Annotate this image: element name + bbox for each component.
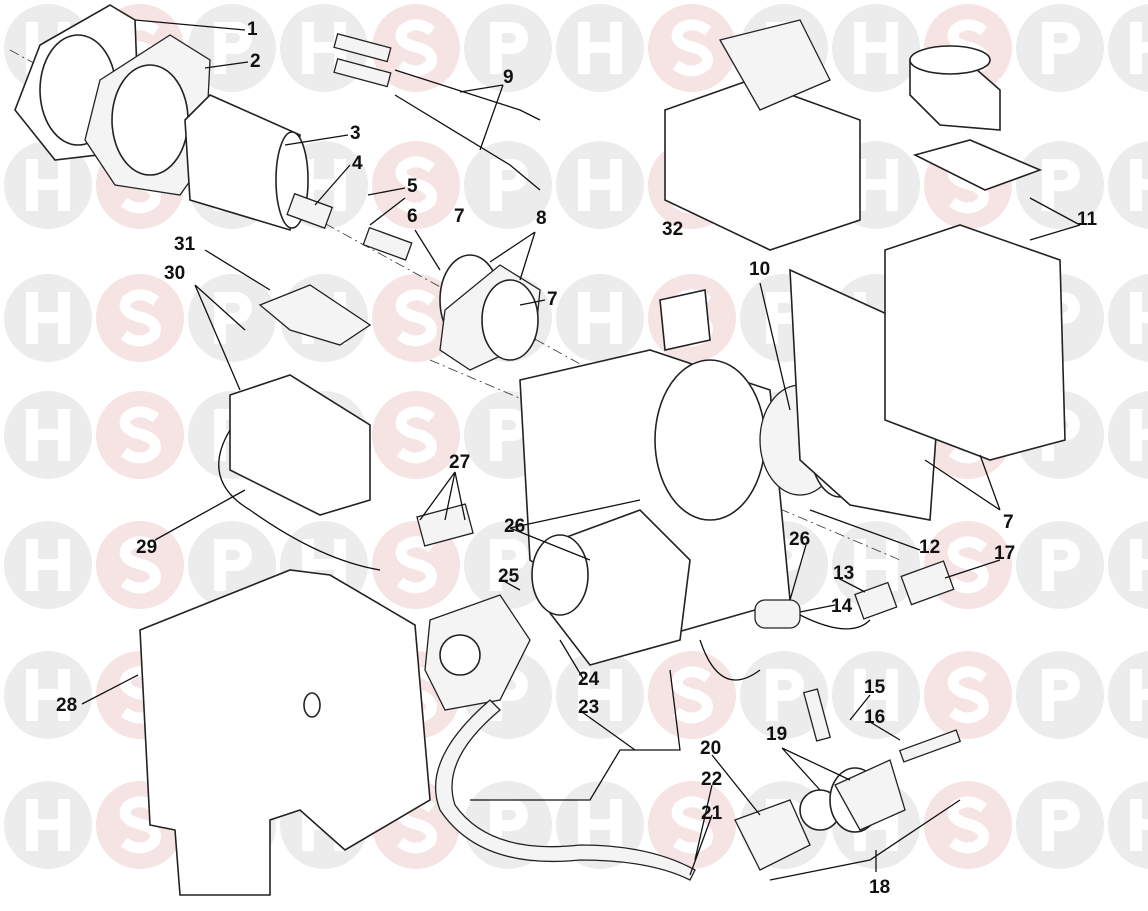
watermark-letter-h-icon [1130, 799, 1148, 851]
watermark-letter-s-icon [947, 536, 989, 594]
label-7: 7 [547, 289, 558, 310]
watermark-letter-h-icon [854, 669, 898, 721]
label-13: 13 [833, 563, 854, 584]
watermark-letter-p-icon [490, 22, 528, 74]
watermark-letter-h-icon [26, 409, 70, 461]
watermark-letter-h-icon [302, 159, 346, 211]
label-5: 5 [407, 176, 418, 197]
label-31: 31 [174, 234, 196, 255]
watermark-letter-p-icon [214, 292, 252, 344]
label-14: 14 [831, 596, 853, 617]
burner-cover [139, 569, 431, 896]
watermark-letter-s-icon [119, 796, 161, 854]
label-27: 27 [449, 452, 470, 473]
callout-labels: 1 2 3 4 5 6 7 8 7 9 10 11 7 12 13 14 15 … [56, 19, 1098, 898]
label-12: 12 [919, 537, 940, 558]
label-11: 11 [1077, 209, 1098, 230]
label-20: 20 [700, 738, 721, 759]
watermark-letter-h-icon [26, 539, 70, 591]
watermark-letter-h-icon [1130, 669, 1148, 721]
label-9: 9 [503, 67, 514, 88]
label-17: 17 [994, 543, 1015, 564]
label-18: 18 [869, 877, 890, 898]
watermark-letter-s-icon [395, 156, 437, 214]
label-32: 32 [662, 219, 683, 240]
label-19: 19 [766, 724, 787, 745]
label-7-left: 7 [454, 206, 465, 227]
label-6: 6 [407, 206, 418, 227]
label-2: 2 [250, 51, 261, 72]
watermark-letter-h-icon [1130, 539, 1148, 591]
label-8: 8 [536, 208, 547, 229]
watermark-letter-h-icon [26, 159, 70, 211]
label-10: 10 [749, 259, 770, 280]
watermark-letter-s-icon [671, 19, 713, 77]
watermark-letter-s-icon [395, 19, 437, 77]
air-box [884, 224, 1066, 461]
label-4: 4 [352, 153, 363, 174]
watermark-letter-s-icon [947, 666, 989, 724]
watermark-letter-s-icon [119, 406, 161, 464]
label-21: 21 [701, 803, 723, 824]
label-23: 23 [578, 697, 599, 718]
watermark-letter-h-icon [578, 22, 622, 74]
watermark-letter-h-icon [578, 159, 622, 211]
watermark-letter-p-icon [1042, 669, 1080, 721]
watermark-letter-h-icon [578, 669, 622, 721]
leader-lines [81, 19, 1081, 876]
label-24: 24 [578, 669, 600, 690]
watermark-letter-h-icon [854, 159, 898, 211]
watermark-letter-p-icon [490, 539, 528, 591]
watermark-letter-h-icon [1130, 409, 1148, 461]
watermark-letter-h-icon [854, 22, 898, 74]
watermark-letter-s-icon [395, 536, 437, 594]
watermark-letter-s-icon [671, 666, 713, 724]
label-25: 25 [498, 566, 520, 587]
watermark-letter-p-icon [490, 409, 528, 461]
watermark-letter-h-icon [26, 669, 70, 721]
watermark-letter-p-icon [1042, 539, 1080, 591]
label-22: 22 [701, 769, 722, 790]
watermark-letter-p-icon [1042, 22, 1080, 74]
label-26-right: 26 [789, 529, 810, 550]
control-box [229, 374, 371, 516]
watermark-letter-h-icon [1130, 292, 1148, 344]
watermark-letter-h-icon [1130, 22, 1148, 74]
watermark-letter-s-icon [119, 289, 161, 347]
watermark-letter-s-icon [395, 289, 437, 347]
watermark-letter-h-icon [1130, 159, 1148, 211]
label-26-left: 26 [504, 516, 525, 537]
watermark-letter-p-icon [214, 22, 252, 74]
watermark-letter-s-icon [119, 536, 161, 594]
watermark-letter-s-icon [395, 406, 437, 464]
watermark-letter-h-icon [26, 799, 70, 851]
watermark-letter-s-icon [947, 796, 989, 854]
label-1: 1 [247, 19, 258, 40]
watermark-letter-p-icon [766, 669, 804, 721]
watermark-letter-h-icon [578, 292, 622, 344]
label-28: 28 [56, 695, 77, 716]
watermark-letter-p-icon [1042, 799, 1080, 851]
watermark-letter-h-icon [854, 539, 898, 591]
label-29: 29 [136, 537, 157, 558]
part-drawings [9, 4, 1066, 896]
label-30: 30 [164, 263, 185, 284]
label-7-right: 7 [1003, 512, 1014, 533]
watermark-letter-h-icon [302, 22, 346, 74]
watermark-letter-p-icon [1042, 159, 1080, 211]
label-3: 3 [350, 123, 361, 144]
watermark-letter-h-icon [26, 292, 70, 344]
label-16: 16 [864, 707, 885, 728]
watermark-letter-h-icon [578, 799, 622, 851]
label-15: 15 [864, 677, 886, 698]
watermark-letter-p-icon [214, 539, 252, 591]
